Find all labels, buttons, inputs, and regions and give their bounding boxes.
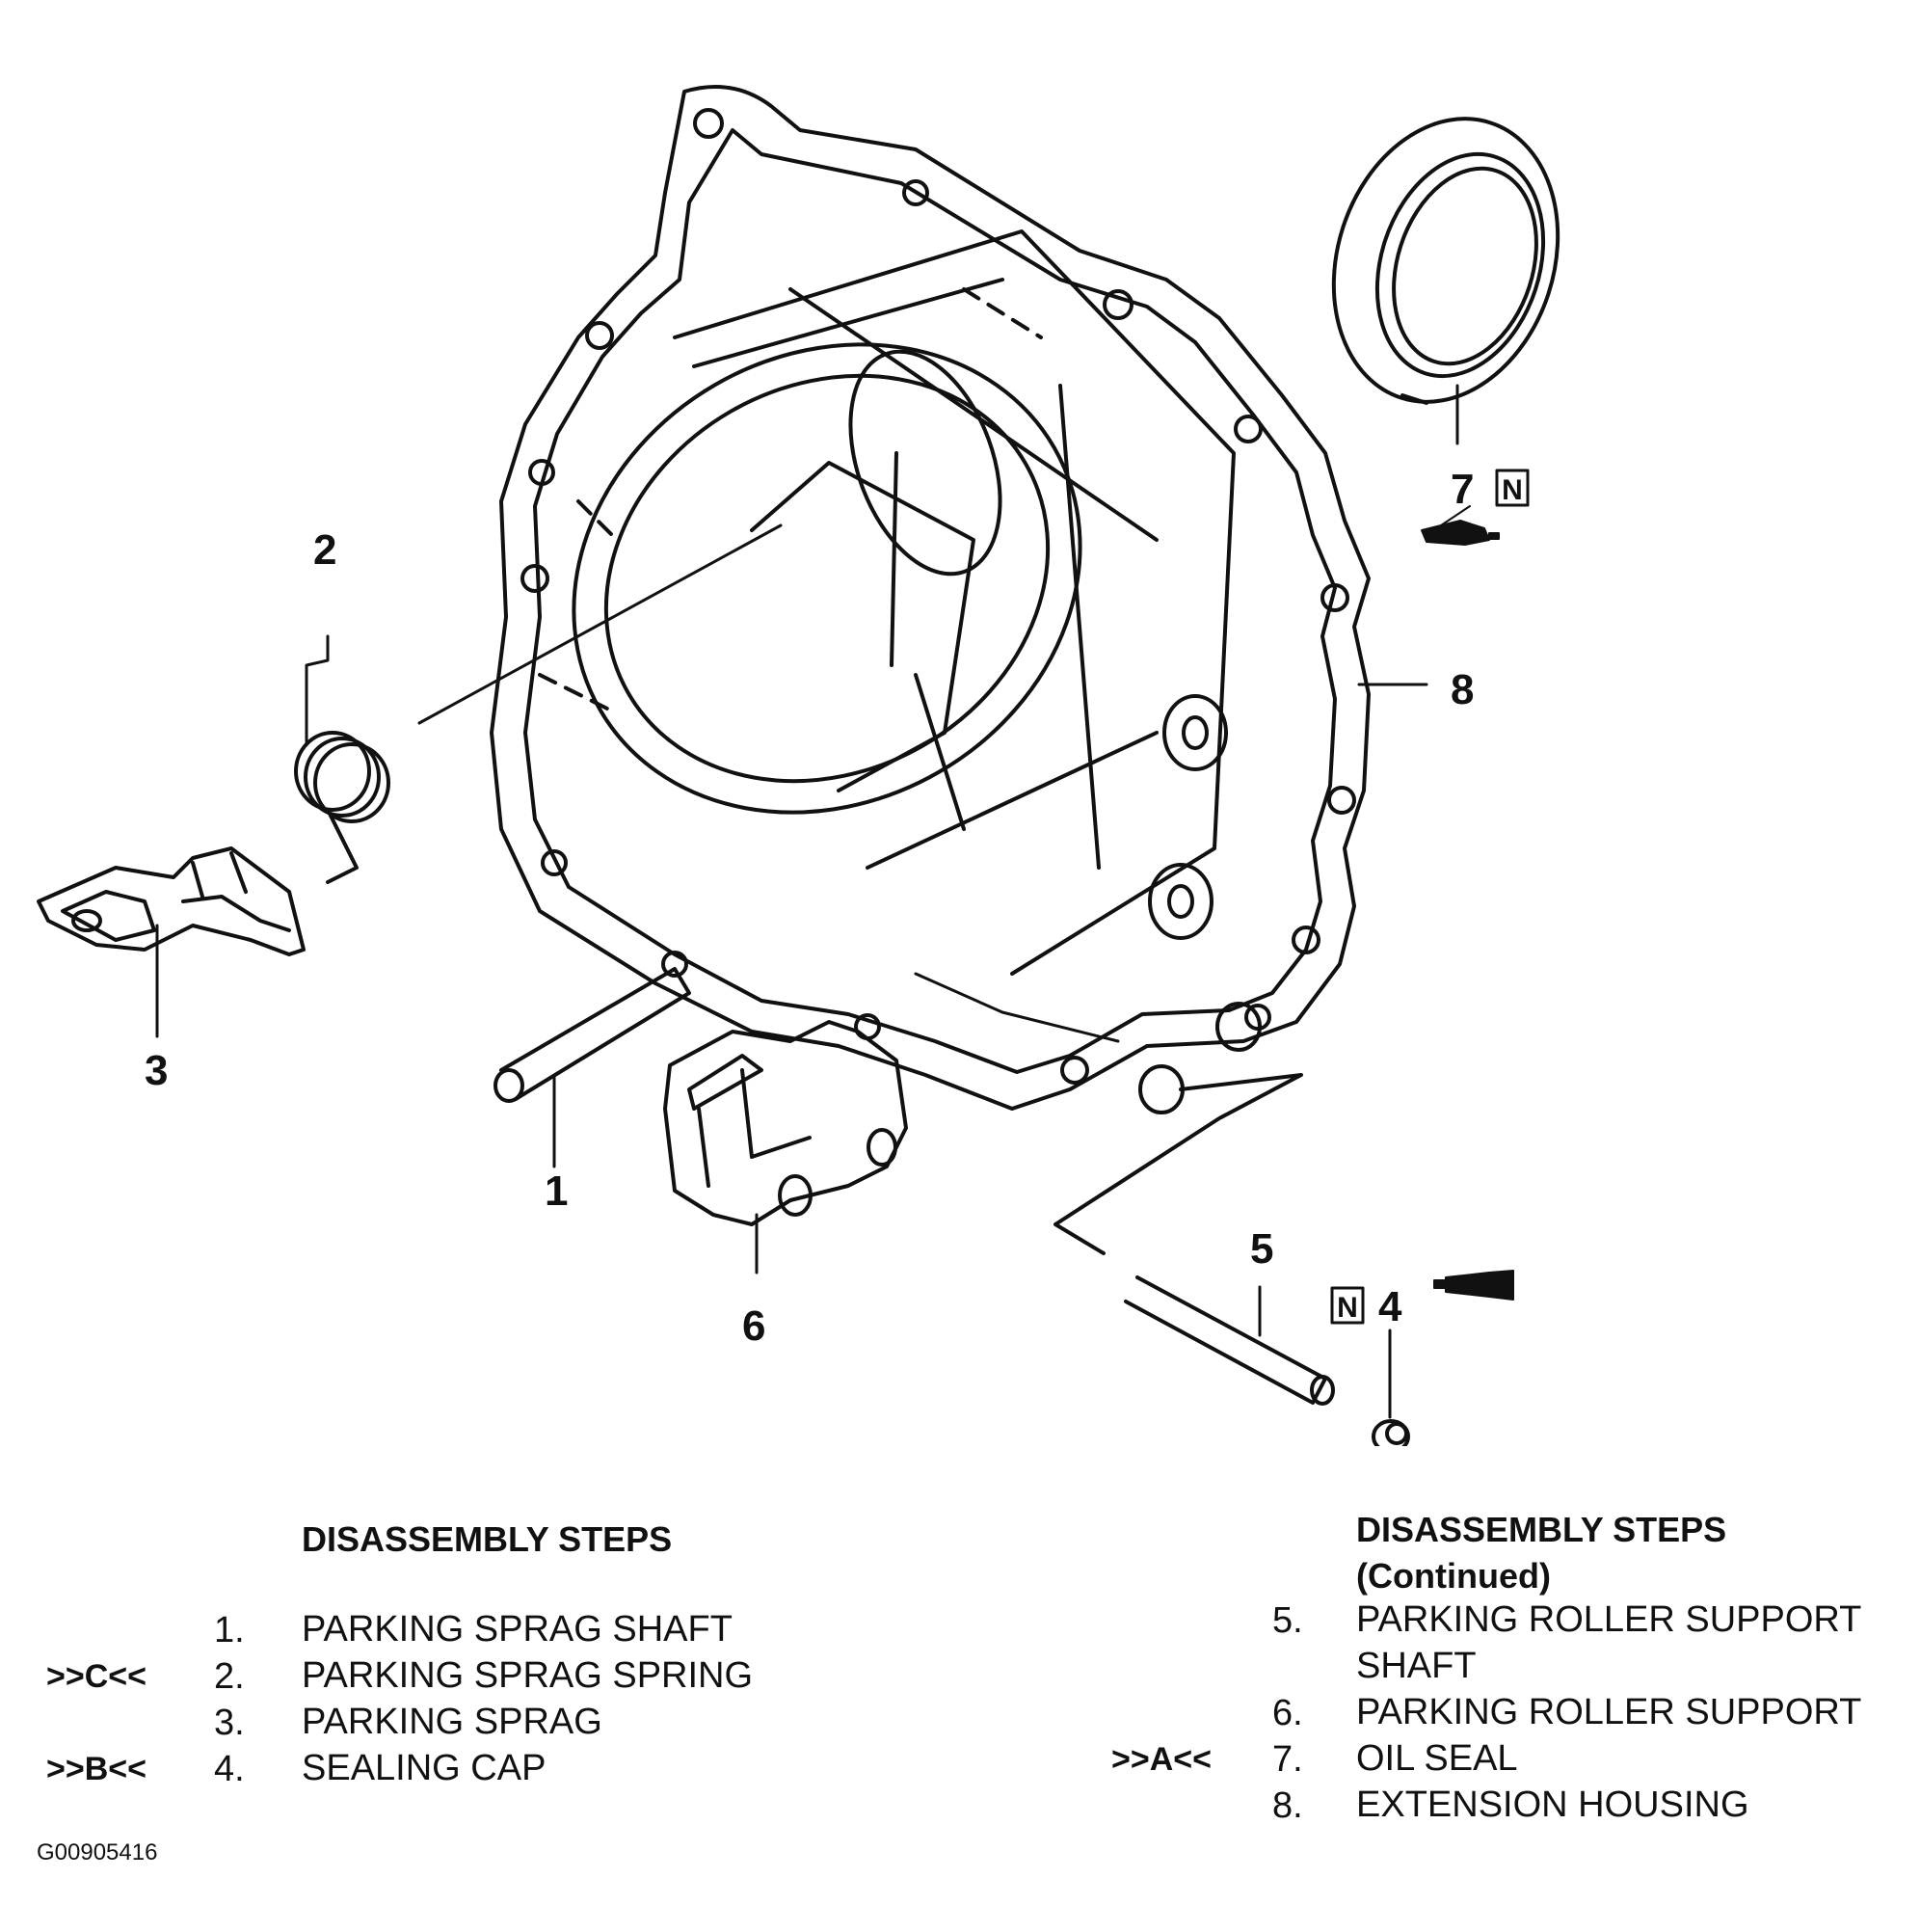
step-label-continued: SHAFT [1356, 1646, 1477, 1686]
step-number: 1. [214, 1610, 245, 1650]
step-number: 3. [214, 1703, 245, 1743]
extension-housing [490, 85, 1371, 1255]
step-number: 6. [1272, 1693, 1303, 1733]
step-label: SEALING CAP [302, 1748, 547, 1788]
steps-right-heading: DISASSEMBLY STEPS [1356, 1510, 1727, 1549]
parking-sprag-spring [294, 731, 390, 884]
callout-8: 8 [1451, 666, 1474, 713]
new-part-icon [1495, 469, 1530, 507]
callout-5: 5 [1250, 1225, 1273, 1273]
steps-right-heading-sub: (Continued) [1356, 1556, 1551, 1596]
sealing-cap [1372, 1419, 1410, 1446]
step-label: EXTENSION HOUSING [1356, 1784, 1749, 1825]
callout-6: 6 [742, 1302, 765, 1350]
oil-seal [1331, 117, 1560, 405]
callout-4: 4 [1378, 1283, 1402, 1330]
callout-3: 3 [145, 1047, 168, 1094]
step-label: PARKING ROLLER SUPPORT [1356, 1599, 1862, 1640]
new-part-label: N [1502, 474, 1523, 506]
sealant-tube-icon-2 [1433, 1270, 1514, 1301]
sealant-tube-icon [1421, 505, 1500, 546]
parking-sprag-shaft [493, 967, 691, 1103]
step-number: 8. [1272, 1785, 1303, 1826]
step-label: PARKING SPRAG SHAFT [302, 1609, 733, 1650]
step-label: OIL SEAL [1356, 1738, 1518, 1779]
new-part-icon-2 [1330, 1286, 1365, 1325]
image-code: G00905416 [37, 1839, 158, 1865]
step-marker: >>C<< [46, 1658, 147, 1695]
step-marker: >>B<< [46, 1751, 147, 1787]
callout-2: 2 [313, 526, 336, 574]
step-label: PARKING SPRAG [302, 1702, 602, 1742]
leader-lines [155, 384, 1459, 1419]
new-part-label-2: N [1337, 1292, 1358, 1324]
step-number: 7. [1272, 1739, 1303, 1780]
parking-roller-support [663, 1020, 908, 1226]
step-number: 4. [214, 1749, 245, 1789]
step-label: PARKING SPRAG SPRING [302, 1655, 754, 1696]
parking-roller-support-shaft [1124, 1275, 1335, 1406]
exploded-view-diagram: 2 3 1 6 5 4 7 8 N N [37, 85, 1560, 1446]
step-label: PARKING ROLLER SUPPORT [1356, 1692, 1862, 1732]
step-number: 5. [1272, 1600, 1303, 1641]
steps-left-heading: DISASSEMBLY STEPS [302, 1519, 673, 1559]
step-marker: >>A<< [1111, 1741, 1212, 1778]
parking-sprag [37, 846, 306, 956]
step-number: 2. [214, 1656, 245, 1697]
callout-7: 7 [1451, 466, 1474, 513]
callout-1: 1 [545, 1167, 568, 1215]
